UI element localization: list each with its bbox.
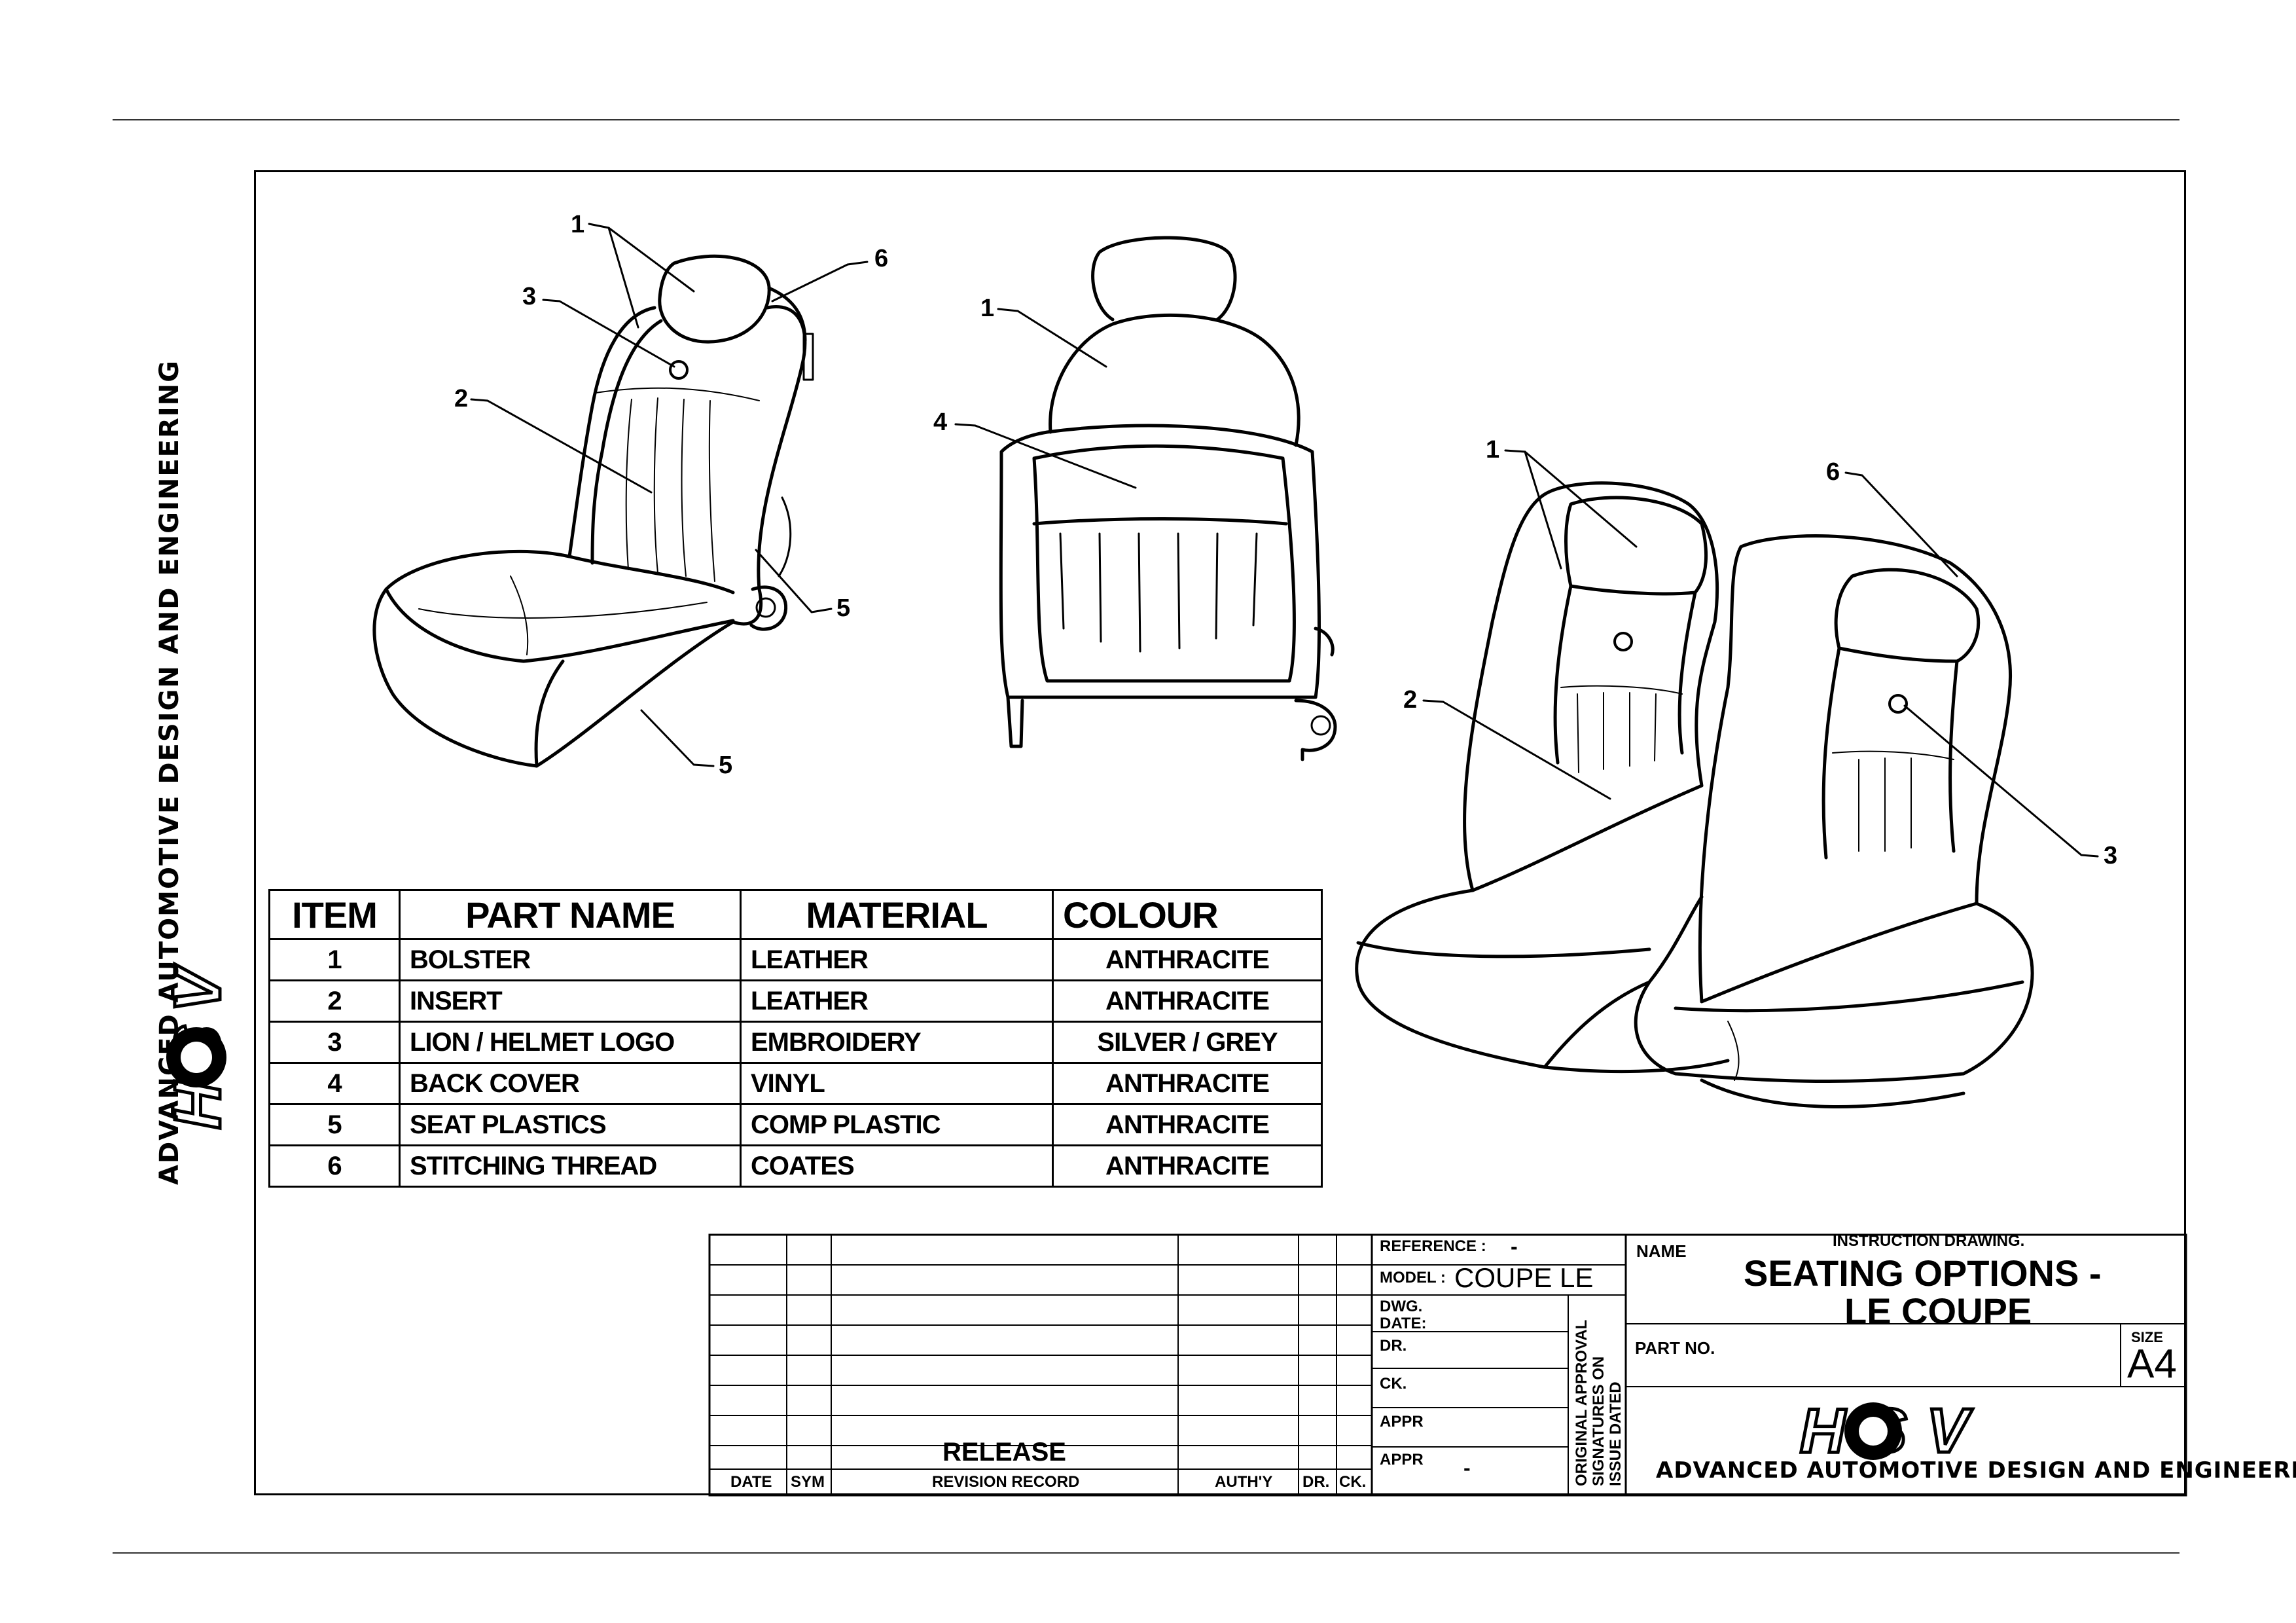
cell-material: EMBROIDERY — [740, 1021, 1054, 1064]
part-no-label: PART NO. — [1635, 1338, 1715, 1358]
callout-left-3: 3 — [522, 283, 537, 310]
date-col-label: DATE — [730, 1473, 772, 1491]
release-label: RELEASE — [942, 1438, 1066, 1467]
parts-table-header: ITEM PART NAME MATERIAL COLOUR — [268, 889, 1323, 940]
bottom-rule — [113, 1552, 2179, 1554]
name-label: NAME — [1636, 1241, 1687, 1261]
table-row: 6 STITCHING THREAD COATES ANTHRACITE — [268, 1144, 1323, 1188]
rear-bench-view — [1355, 481, 2034, 1108]
top-rule — [113, 119, 2179, 120]
appr-label-2: APPR — [1380, 1451, 1424, 1468]
drawing-type: INSTRUCTION DRAWING. — [1833, 1232, 2025, 1250]
reference-label: REFERENCE : — [1380, 1237, 1486, 1255]
cell-material: LEATHER — [740, 979, 1054, 1023]
seat-back-view — [999, 236, 1337, 761]
callout-bench-2: 2 — [1403, 686, 1418, 714]
appr-label-1: APPR — [1380, 1413, 1424, 1431]
callout-bench-1: 1 — [1486, 436, 1500, 464]
revision-record-label: REVISION RECORD — [932, 1473, 1080, 1491]
dr-label: DR. — [1380, 1337, 1407, 1355]
cell-part: SEAT PLASTICS — [399, 1103, 742, 1146]
callout-bench-6: 6 — [1826, 458, 1840, 486]
table-row: 3 LION / HELMET LOGO EMBROIDERY SILVER /… — [268, 1021, 1323, 1064]
cell-colour: ANTHRACITE — [1052, 1144, 1323, 1188]
callout-left-6: 6 — [874, 245, 889, 272]
cell-item: 6 — [268, 1144, 401, 1188]
cell-item: 3 — [268, 1021, 401, 1064]
cell-item: 4 — [268, 1062, 401, 1105]
cell-material: COATES — [740, 1144, 1054, 1188]
cell-colour: ANTHRACITE — [1052, 1103, 1323, 1146]
title-division-text: ADVANCED AUTOMOTIVE DESIGN AND ENGINEERI… — [1656, 1457, 2296, 1484]
parts-table: ITEM PART NAME MATERIAL COLOUR 1 BOLSTER… — [268, 889, 1323, 1188]
size-value: A4 — [2127, 1341, 2177, 1387]
model-value: COUPE LE — [1454, 1262, 1594, 1293]
authy-col-label: AUTH'Y — [1215, 1473, 1273, 1491]
header-material: MATERIAL — [740, 889, 1054, 940]
callout-left-5b: 5 — [719, 752, 733, 779]
cell-colour: SILVER / GREY — [1052, 1021, 1323, 1064]
front-seat-side-view — [372, 254, 814, 768]
dwg-label: DWG. — [1380, 1298, 1423, 1315]
ck-col-label: CK. — [1339, 1473, 1367, 1491]
sym-col-label: SYM — [791, 1473, 825, 1491]
callout-back-1: 1 — [980, 295, 995, 322]
cell-part: STITCHING THREAD — [399, 1144, 742, 1188]
callout-left-5a: 5 — [836, 594, 851, 622]
cell-part: LION / HELMET LOGO — [399, 1021, 742, 1064]
approval-note-line-3: ISSUE DATED — [1607, 1381, 1624, 1486]
approval-note-line-1: ORIGINAL APPROVAL — [1573, 1320, 1590, 1486]
dr-col-label: DR. — [1302, 1473, 1330, 1491]
callout-bench-3: 3 — [2104, 842, 2118, 869]
reference-value: - — [1511, 1235, 1518, 1258]
date-label: DATE: — [1380, 1315, 1427, 1332]
cell-item: 2 — [268, 979, 401, 1023]
cell-material: LEATHER — [740, 938, 1054, 981]
cell-item: 1 — [268, 938, 401, 981]
cell-part: INSERT — [399, 979, 742, 1023]
model-label: MODEL : — [1380, 1269, 1446, 1286]
cell-colour: ANTHRACITE — [1052, 979, 1323, 1023]
callout-left-2: 2 — [454, 385, 469, 412]
table-row: 4 BACK COVER VINYL ANTHRACITE — [268, 1062, 1323, 1105]
cell-material: COMP PLASTIC — [740, 1103, 1054, 1146]
table-row: 2 INSERT LEATHER ANTHRACITE — [268, 979, 1323, 1023]
cell-part: BACK COVER — [399, 1062, 742, 1105]
header-part-name: PART NAME — [399, 889, 742, 940]
cell-colour: ANTHRACITE — [1052, 1062, 1323, 1105]
cell-part: BOLSTER — [399, 938, 742, 981]
drawing-title-line-1: SEATING OPTIONS - — [1744, 1252, 2102, 1294]
drawing-title-line-2: LE COUPE — [1844, 1290, 2032, 1332]
callout-back-4: 4 — [933, 409, 948, 436]
table-row: 5 SEAT PLASTICS COMP PLASTIC ANTHRACITE — [268, 1103, 1323, 1146]
table-row: 1 BOLSTER LEATHER ANTHRACITE — [268, 938, 1323, 981]
side-hsv-logo: HSV — [160, 954, 226, 1131]
cell-material: VINYL — [740, 1062, 1054, 1105]
cell-item: 5 — [268, 1103, 401, 1146]
approval-note-line-2: SIGNATURES ON — [1590, 1357, 1607, 1486]
cell-colour: ANTHRACITE — [1052, 938, 1323, 981]
ck-label: CK. — [1380, 1375, 1407, 1393]
leader-lines — [470, 223, 2099, 858]
header-item: ITEM — [268, 889, 401, 940]
size-label: SIZE — [2131, 1329, 2163, 1345]
callout-left-1: 1 — [571, 211, 585, 238]
appr-value: - — [1463, 1456, 1471, 1480]
header-colour: COLOUR — [1052, 889, 1323, 940]
